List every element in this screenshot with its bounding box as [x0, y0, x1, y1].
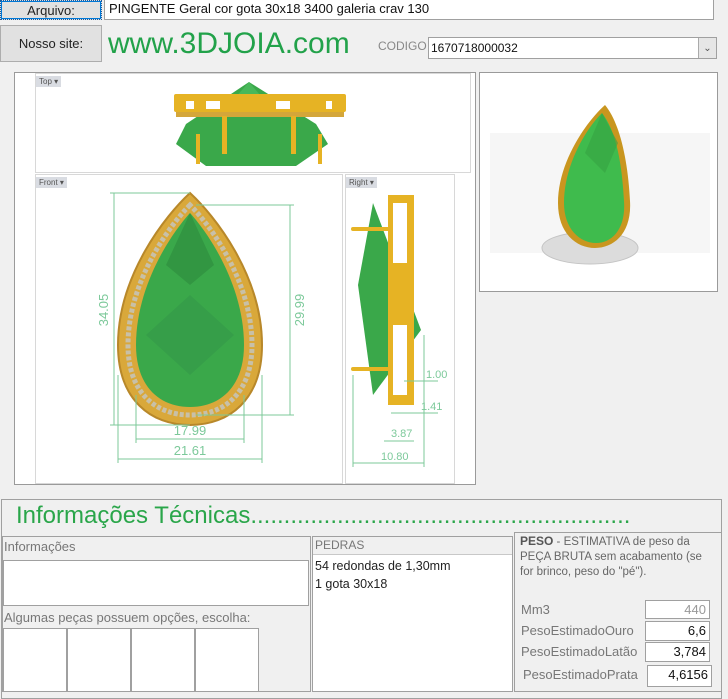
nosso-site-button[interactable]: Nosso site: — [0, 25, 102, 62]
viewport-right-label[interactable]: Right ▾ — [346, 177, 377, 188]
options-label: Algumas peças possuem opções, escolha: — [4, 610, 251, 625]
codigo-select[interactable]: 1670718000032 ⌄ — [428, 37, 717, 59]
gem-top-shape — [176, 82, 328, 166]
option-cell-2[interactable] — [67, 628, 131, 692]
render-3d-panel — [479, 72, 718, 292]
viewport-top-label[interactable]: Top ▾ — [36, 76, 62, 87]
pedras-box — [312, 536, 513, 692]
info-label: Informações — [4, 539, 76, 554]
chevron-down-icon[interactable]: ⌄ — [698, 38, 716, 58]
peso-label-latao: PesoEstimadoLatão — [521, 644, 638, 659]
halo-stones — [125, 201, 255, 418]
option-cell-3[interactable] — [131, 628, 195, 692]
front-dimension-lines — [110, 192, 294, 463]
dim-width-total: 21.61 — [174, 443, 207, 458]
peso-value-ouro[interactable]: 6,6 — [645, 621, 710, 641]
codigo-value: 1670718000032 — [431, 41, 518, 55]
arquivo-button[interactable]: Arquivo: — [0, 0, 102, 20]
peso-description: PESO - ESTIMATIVA de peso da PEÇA BRUTA … — [520, 534, 702, 578]
option-cell-1[interactable] — [3, 628, 67, 692]
dim-side-1: 1.00 — [426, 369, 447, 381]
viewport-front-label[interactable]: Front ▾ — [36, 177, 67, 188]
codigo-label: CODIGO — [378, 39, 427, 53]
pedras-line: 1 gota 30x18 — [315, 577, 388, 591]
peso-value-mm3[interactable]: 440 — [645, 600, 710, 619]
gallery-band — [174, 94, 346, 112]
front-view-drawing: 34.05 29.99 17.99 21.61 — [96, 191, 307, 463]
option-cell-4[interactable] — [195, 628, 259, 692]
dim-side-3: 3.87 — [391, 428, 412, 440]
dim-width-stone: 17.99 — [174, 423, 207, 438]
right-view-drawing: 1.00 1.41 3.87 10.80 — [351, 195, 447, 467]
dim-height-total: 34.05 — [96, 294, 111, 327]
arquivo-field[interactable]: PINGENTE Geral cor gota 30x18 3400 galer… — [104, 0, 714, 20]
pedras-line: 54 redondas de 1,30mm — [315, 559, 451, 573]
render-3d-image — [490, 105, 710, 265]
dim-side-2: 1.41 — [421, 401, 442, 413]
technical-views-panel: Top ▾ Front ▾ — [14, 72, 476, 485]
peso-value-prata[interactable]: 4,6156 — [647, 665, 712, 687]
viewport-top: Top ▾ — [35, 73, 471, 173]
dim-height-stone: 29.99 — [292, 294, 307, 327]
dim-side-4: 10.80 — [381, 451, 409, 463]
pedras-header: PEDRAS — [313, 537, 512, 555]
viewport-right: Right ▾ 1.00 1.41 3.87 10.80 — [345, 174, 455, 484]
site-url-link[interactable]: www.3DJOIA.com — [108, 27, 350, 60]
peso-label-prata: PesoEstimadoPrata — [523, 667, 638, 682]
peso-value-latao[interactable]: 3,784 — [645, 642, 710, 662]
side-dimension-lines — [352, 335, 438, 467]
top-view-drawing — [174, 82, 346, 166]
peso-label-ouro: PesoEstimadoOuro — [521, 623, 634, 638]
tech-info-title: Informações Técnicas....................… — [16, 502, 631, 529]
info-field[interactable] — [3, 560, 309, 606]
peso-label-mm3: Mm3 — [521, 602, 550, 617]
viewport-front: Front ▾ 34.05 29.99 17.99 21.61 — [35, 174, 343, 484]
pedras-list[interactable]: 54 redondas de 1,30mm 1 gota 30x18 — [315, 557, 451, 593]
